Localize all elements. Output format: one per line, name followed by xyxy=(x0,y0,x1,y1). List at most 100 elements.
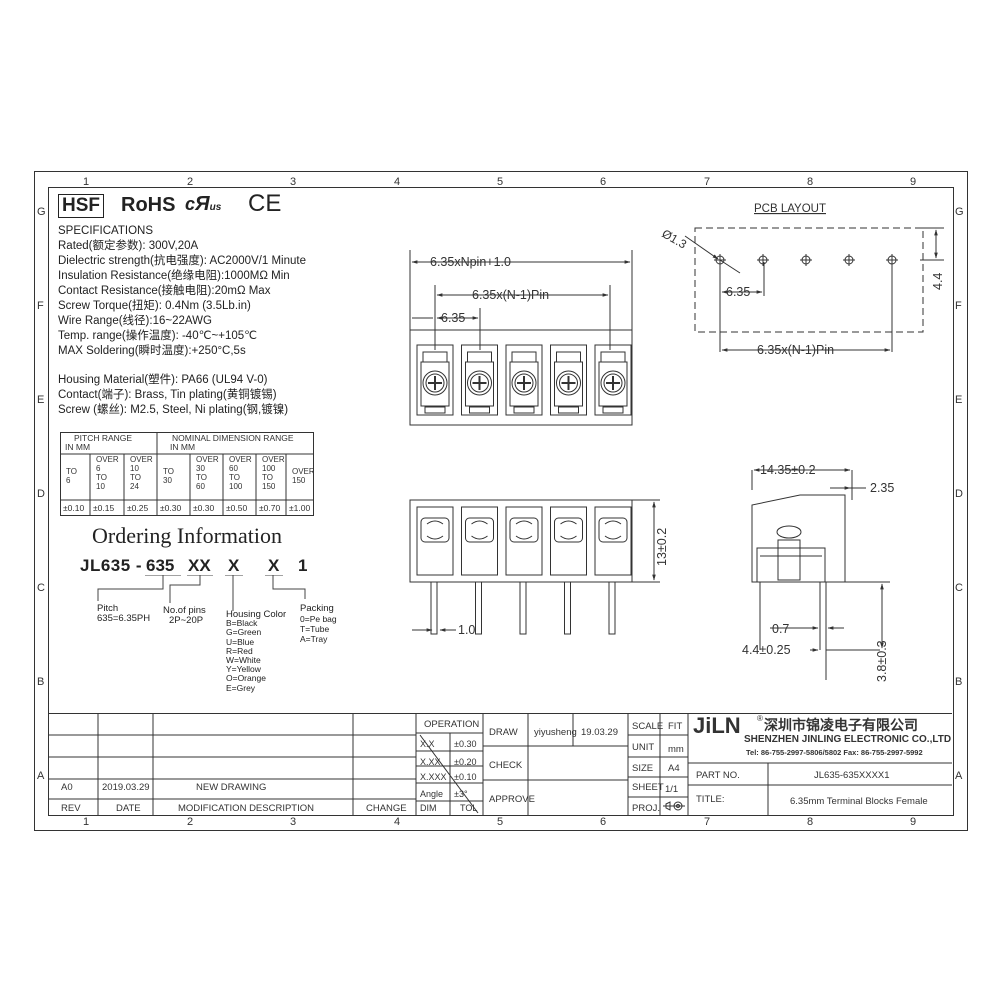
pcb-hole xyxy=(757,254,769,266)
material-line: Housing Material(塑件): PA66 (UL94 V-0) xyxy=(58,374,268,386)
dim-total-width: 6.35xNpin+1.0 xyxy=(430,255,511,269)
grid-column-label: 8 xyxy=(807,176,814,188)
tolerance-range-text: TO xyxy=(66,467,77,476)
unit-value: mm xyxy=(668,744,684,755)
unit-label: UNIT xyxy=(632,742,654,753)
rev-description: NEW DRAWING xyxy=(196,782,266,793)
projection-symbol-icon xyxy=(663,801,685,811)
pcb-span-dim: 6.35x(N-1)Pin xyxy=(757,343,834,357)
grid-row-label: B xyxy=(37,676,45,688)
tolerance-range-text: 150 xyxy=(262,482,276,491)
grid-row-label: G xyxy=(955,206,964,218)
tolerance-range-text: 60 xyxy=(229,464,238,473)
tolerance-range-text: 10 xyxy=(96,482,105,491)
nominal-range-header: NOMINAL DIMENSION RANGE xyxy=(172,433,294,443)
spec-line: Dielectric strength(抗电强度): AC2000V/1 Min… xyxy=(58,255,306,267)
pitch-range-header: PITCH RANGE xyxy=(74,433,132,443)
draw-label: DRAW xyxy=(489,727,518,738)
tolerance-value: ±0.30 xyxy=(160,503,181,513)
packing-legend: Packing 0=Pe bag T=Tube A=Tray xyxy=(300,603,337,645)
check-label: CHECK xyxy=(489,760,523,771)
tolerance-dim: X.XXX xyxy=(420,772,447,782)
tolerance-range-text: 60 xyxy=(196,482,205,491)
scale-label: SCALE xyxy=(632,721,663,732)
grid-row-label: A xyxy=(37,770,45,782)
material-specs: Housing Material(塑件): PA66 (UL94 V-0) Co… xyxy=(58,373,288,418)
grid-column-label: 3 xyxy=(290,176,297,188)
tolerance-range-text: 100 xyxy=(262,464,276,473)
tolerance-range-text: 6 xyxy=(66,476,71,485)
pcb-hole-dim: Ø1.3 xyxy=(660,226,690,251)
spec-line: Insulation Resistance(绝缘电阻):1000MΩ Min xyxy=(58,270,290,282)
pcb-hole xyxy=(843,254,855,266)
grid-row-label: E xyxy=(37,394,45,406)
grid-column-label: 9 xyxy=(910,176,917,188)
material-line: Screw (螺丝): M2.5, Steel, Ni plating(钢,镀镍… xyxy=(58,404,289,416)
tolerance-tol: ±0.10 xyxy=(454,772,476,782)
tolerance-range-text: 6 xyxy=(96,464,101,473)
tolerance-range-text: TO xyxy=(196,473,207,482)
grid-row-label: F xyxy=(37,300,44,312)
grid-column-label: 6 xyxy=(600,816,607,828)
size-value: A4 xyxy=(668,763,680,774)
tolerance-range-text: OVER xyxy=(292,467,314,476)
tolerance-tol: ±0.30 xyxy=(454,739,476,749)
code-suffix: 1 xyxy=(298,556,308,575)
tolerance-range-text: OVER xyxy=(130,455,153,464)
proj-label: PROJ. xyxy=(632,803,660,814)
side-view xyxy=(751,468,890,680)
tolerance-range-text: 150 xyxy=(292,476,306,485)
tolerance-range-text: TO xyxy=(96,473,107,482)
tolerance-range-text: OVER xyxy=(196,455,219,464)
pcb-height-dim: 4.4 xyxy=(931,273,945,290)
pcb-hole xyxy=(800,254,812,266)
tolerance-range-text: 30 xyxy=(196,464,205,473)
dim-label: DIM xyxy=(420,803,437,813)
tolerance-range-text: OVER xyxy=(96,455,119,464)
code-color: X xyxy=(228,556,240,575)
terminal-module xyxy=(550,344,587,416)
pcb-layout xyxy=(684,227,944,352)
draw-date: 19.03.29 xyxy=(581,727,618,738)
pcb-holes xyxy=(714,254,898,266)
grid-column-label: 7 xyxy=(704,176,711,188)
grid-column-label: 3 xyxy=(290,816,297,828)
tolerance-value: ±1.00 xyxy=(289,503,310,513)
terminal-module xyxy=(416,344,454,416)
drawing-outer-frame xyxy=(34,171,968,831)
grid-column-label: 9 xyxy=(910,816,917,828)
spec-line: Contact Resistance(接触电阻):20mΩ Max xyxy=(58,285,271,297)
tolerance-range-text: 30 xyxy=(163,476,172,485)
grid-column-label: 2 xyxy=(187,816,194,828)
material-line: Contact(端子): Brass, Tin plating(黄铜镀锡) xyxy=(58,389,277,401)
rev-value: A0 xyxy=(61,782,73,793)
tolerance-range-text: OVER xyxy=(229,455,252,464)
size-label: SIZE xyxy=(632,763,653,774)
pcb-hole xyxy=(886,254,898,266)
pin-width-dim: 1.0 xyxy=(458,623,475,637)
rev-header: REV xyxy=(61,803,81,814)
tolerance-range-text: OVER xyxy=(262,455,285,464)
pin-thickness-dim: 0.7 xyxy=(772,622,789,636)
grid-row-label: F xyxy=(955,300,962,312)
ordering-title: Ordering Information xyxy=(92,523,282,548)
grid-column-label: 4 xyxy=(394,176,401,188)
specifications: SPECIFICATIONS Rated(额定参数): 300V,20A Die… xyxy=(58,224,306,359)
grid-row-label: D xyxy=(955,488,963,500)
approve-label: APPROVE xyxy=(489,794,535,805)
tolerance-range-text: TO xyxy=(130,473,141,482)
color-legend: Housing Color B=Black G=Green U=Blue R=R… xyxy=(226,609,287,693)
grid-column-label: 5 xyxy=(497,816,504,828)
ordering-code: JL635 - xyxy=(80,556,142,576)
side-offset-dim: 2.35 xyxy=(870,481,894,495)
grid-row-label: C xyxy=(37,582,45,594)
drawer-name: yiyusheng xyxy=(534,727,577,738)
tolerance-value: ±0.10 xyxy=(63,503,84,513)
tolerance-value: ±0.30 xyxy=(193,503,214,513)
tolerance-tol: ±3° xyxy=(454,789,468,799)
pcb-layout-title: PCB LAYOUT xyxy=(754,203,826,215)
spec-line: Screw Torque(扭矩): 0.4Nm (3.5Lb.in) xyxy=(58,300,251,312)
hsf-logo: HSF xyxy=(58,194,104,218)
front-terminal-module xyxy=(550,506,587,635)
tolerance-dim: Angle xyxy=(420,789,443,799)
